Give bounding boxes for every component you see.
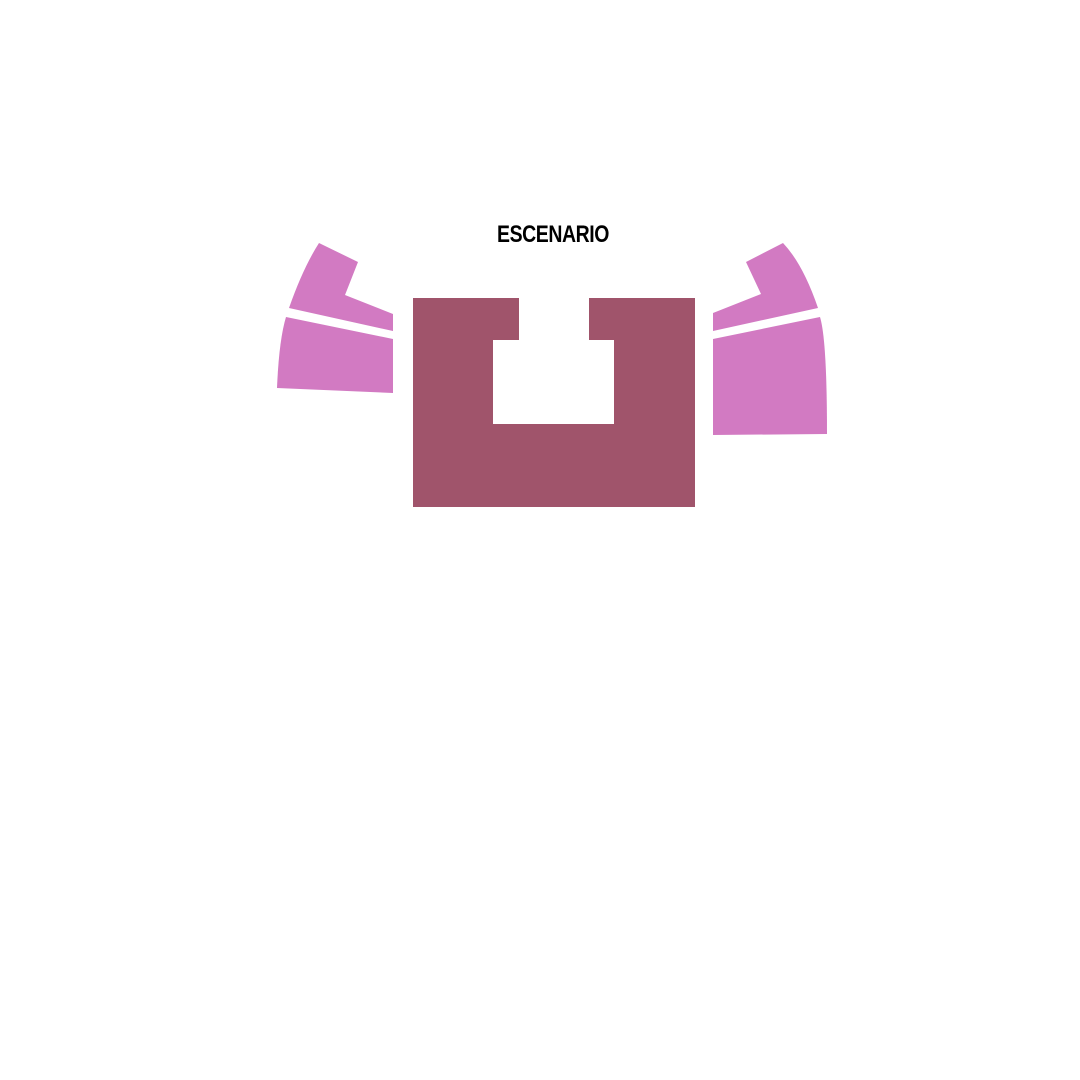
right-lower-section[interactable] [713,317,827,435]
right-upper-section[interactable] [713,243,818,331]
stage-label: ESCENARIO [497,221,609,248]
floor-section[interactable] [413,298,695,507]
left-lower-section[interactable] [277,317,393,393]
left-upper-section[interactable] [289,243,393,331]
